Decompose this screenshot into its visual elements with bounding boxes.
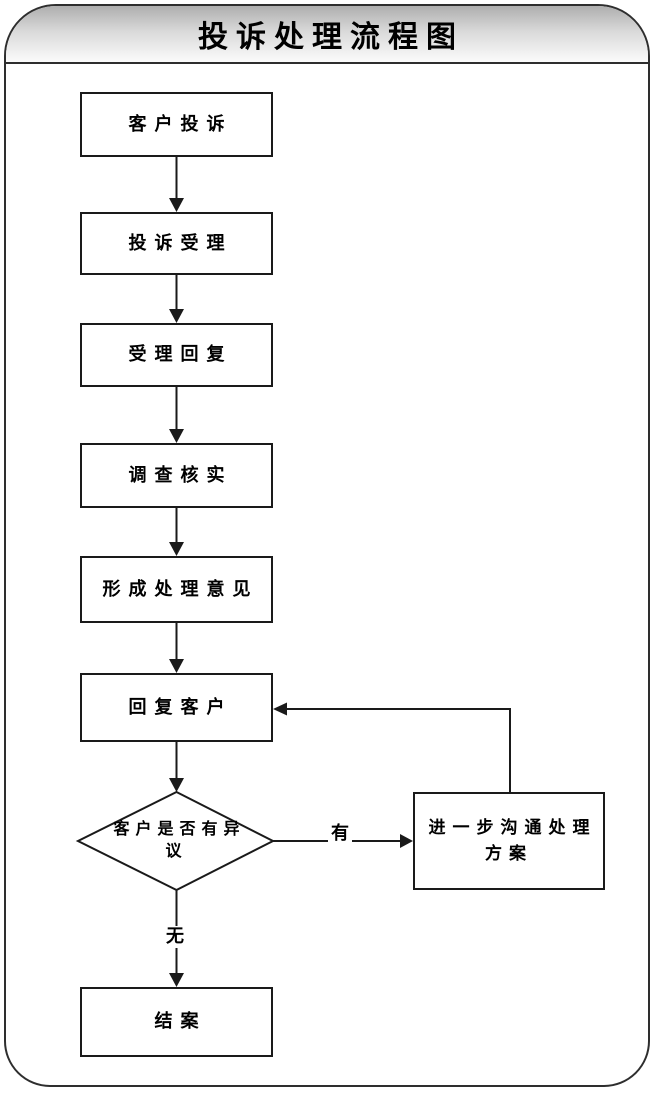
node-complaint-acceptance: 投诉受理 bbox=[80, 212, 273, 275]
node-investigation-verification: 调查核实 bbox=[80, 443, 273, 508]
arrowhead-down-5 bbox=[169, 659, 184, 673]
arrowhead-down-no bbox=[169, 973, 184, 987]
feedback-line bbox=[287, 708, 511, 792]
arrowhead-down-1 bbox=[169, 198, 184, 212]
node-label: 结案 bbox=[154, 1011, 207, 1032]
node-further-communication: 进一步沟通处理方案 bbox=[413, 792, 605, 890]
node-label: 客户投诉 bbox=[128, 113, 233, 135]
page-title: 投诉处理流程图 bbox=[198, 20, 464, 55]
node-label: 回复客户 bbox=[128, 696, 233, 718]
decision-diamond bbox=[75, 790, 276, 892]
arrowhead-down-4 bbox=[169, 542, 184, 556]
node-label: 进一步沟通处理方案 bbox=[428, 818, 597, 864]
node-customer-complaint: 客户投诉 bbox=[80, 92, 273, 157]
edge-label-no: 无 bbox=[163, 926, 187, 948]
node-label: 投诉受理 bbox=[128, 232, 233, 254]
arrowhead-right-yes bbox=[400, 834, 413, 848]
edge-label-yes: 有 bbox=[328, 823, 352, 845]
node-label: 形成处理意见 bbox=[102, 578, 259, 600]
node-label: 调查核实 bbox=[128, 464, 233, 486]
node-label: 受理回复 bbox=[128, 344, 233, 365]
arrowhead-down-6 bbox=[169, 778, 184, 792]
node-reply-customer: 回复客户 bbox=[80, 673, 273, 742]
node-decision-objection-label: 客户是否有异议 bbox=[113, 819, 246, 860]
node-close-case: 结案 bbox=[80, 987, 273, 1057]
flowchart-header: 投诉处理流程图 bbox=[6, 6, 648, 64]
flowchart-frame: 投诉处理流程图 bbox=[4, 4, 650, 1087]
node-acceptance-reply: 受理回复 bbox=[80, 323, 273, 387]
node-form-handling-opinion: 形成处理意见 bbox=[80, 556, 273, 623]
arrowhead-left-feedback bbox=[273, 702, 287, 716]
arrowhead-down-3 bbox=[169, 429, 184, 443]
arrowhead-down-2 bbox=[169, 309, 184, 323]
